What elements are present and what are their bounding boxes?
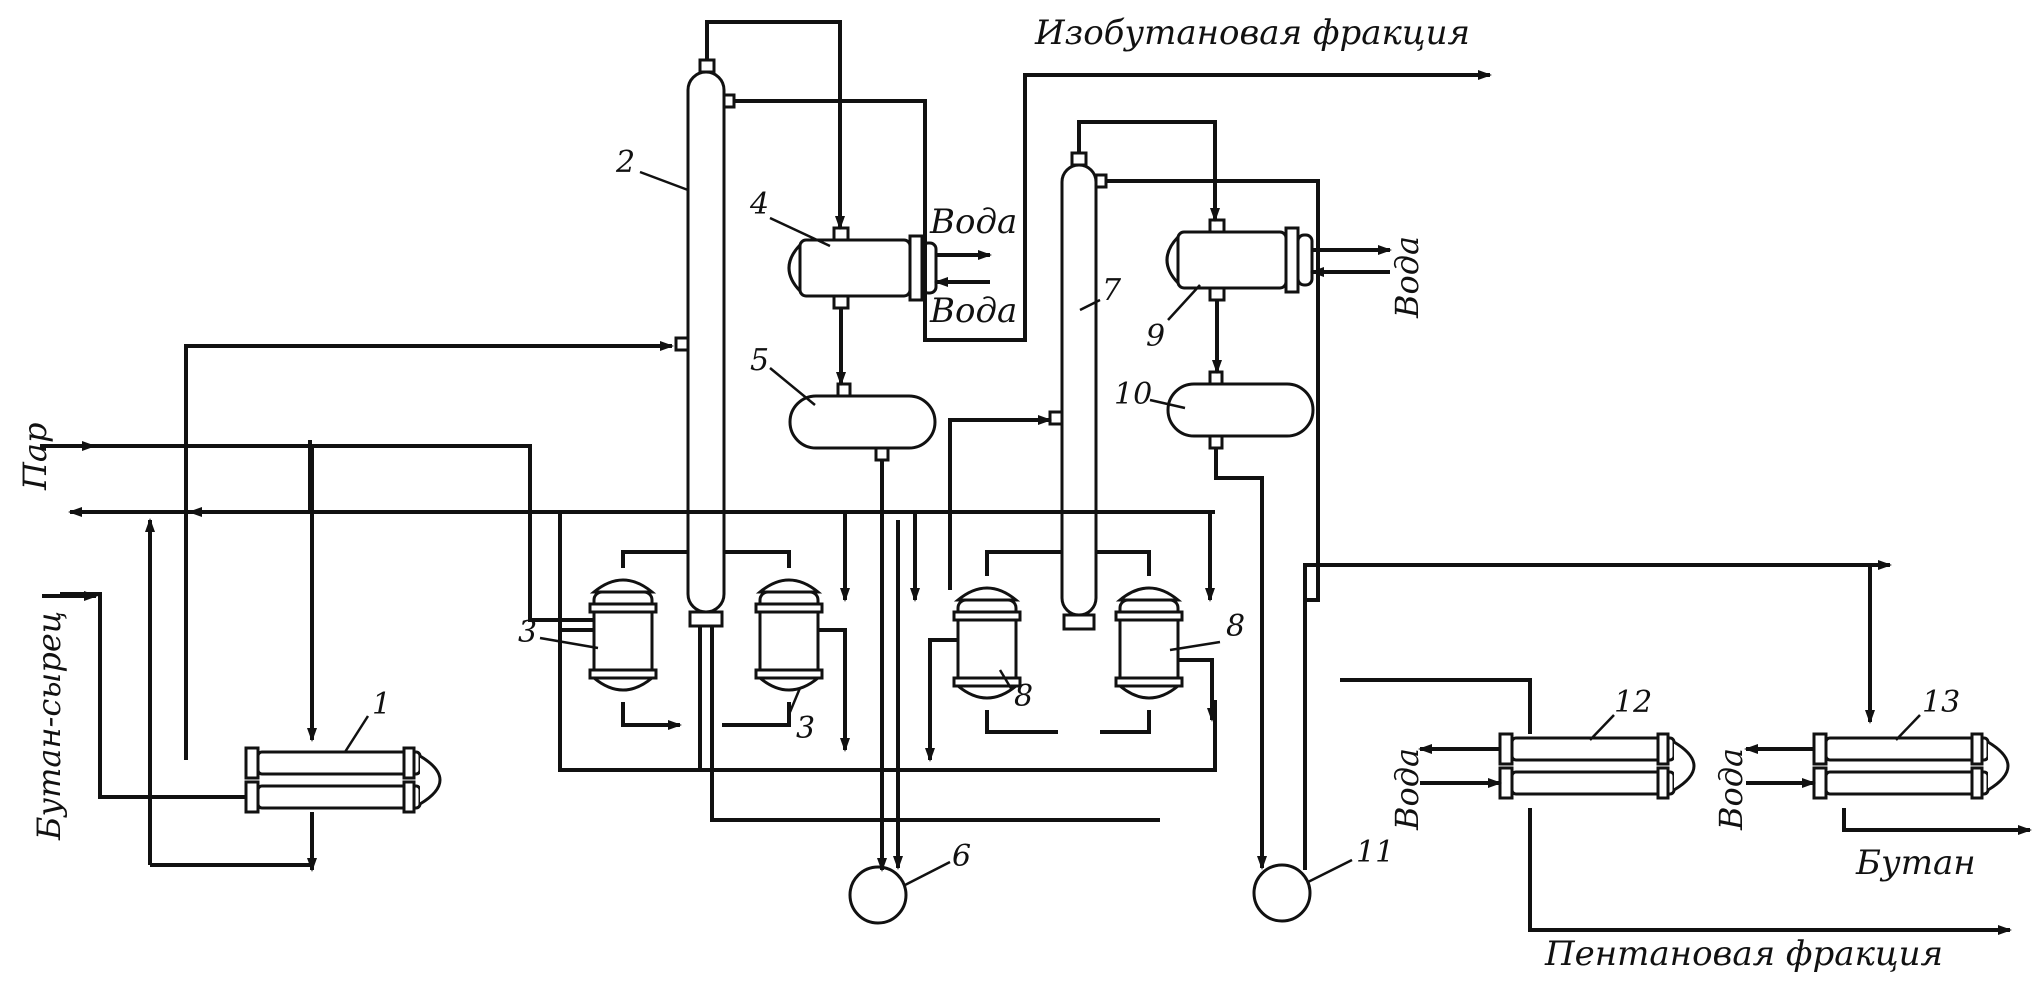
column-7 — [1048, 151, 1108, 631]
condenser-4 — [787, 226, 938, 310]
unit-number-7: 7 — [1102, 273, 1122, 308]
unit-number-11: 11 — [1356, 835, 1394, 870]
unit-number-2: 2 — [615, 145, 635, 180]
unit-number-3b: 3 — [796, 711, 815, 746]
butane-label: Бутан — [1855, 843, 1976, 883]
unit-number-1: 1 — [372, 687, 391, 722]
heat-exchanger-12 — [1498, 732, 1696, 800]
raw-butane-label: Бутан-сырец — [30, 611, 68, 841]
unit-number-12: 12 — [1614, 685, 1652, 720]
reboiler-8a — [952, 586, 1022, 700]
unit-number-3a: 3 — [518, 615, 537, 650]
column-2 — [674, 58, 736, 628]
unit-number-5: 5 — [750, 343, 769, 378]
condenser-9 — [1165, 218, 1314, 302]
water-label-4-in: Вода — [929, 291, 1017, 331]
unit-number-10: 10 — [1114, 377, 1152, 412]
reboiler-8b — [1114, 586, 1184, 700]
reboiler-3a — [588, 578, 658, 692]
pump-6 — [848, 865, 908, 925]
heat-exchanger-13 — [1812, 732, 2010, 800]
steam-label: Пар — [16, 423, 54, 491]
isobutane-fraction-label: Изобутановая фракция — [1034, 13, 1470, 53]
unit-number-8b: 8 — [1226, 609, 1245, 644]
unit-number-8a: 8 — [1014, 679, 1033, 714]
pump-11 — [1252, 863, 1312, 923]
unit-number-9: 9 — [1146, 319, 1165, 354]
unit-number-6: 6 — [952, 839, 971, 874]
heat-exchanger-1 — [244, 746, 442, 814]
water-label-13: Вода — [1712, 748, 1750, 831]
reboiler-3b — [754, 578, 824, 692]
unit-number-13: 13 — [1922, 685, 1960, 720]
piping — [40, 20, 2032, 935]
receiver-10 — [1166, 382, 1315, 438]
leader-lines — [343, 170, 1921, 887]
water-label-9: Вода — [1388, 236, 1426, 319]
pentane-fraction-label: Пентановая фракция — [1544, 934, 1943, 974]
unit-number-4: 4 — [749, 187, 769, 222]
water-label-12: Вода — [1388, 748, 1426, 831]
water-label-4-out: Вода — [929, 202, 1017, 242]
receiver-5 — [788, 394, 937, 450]
